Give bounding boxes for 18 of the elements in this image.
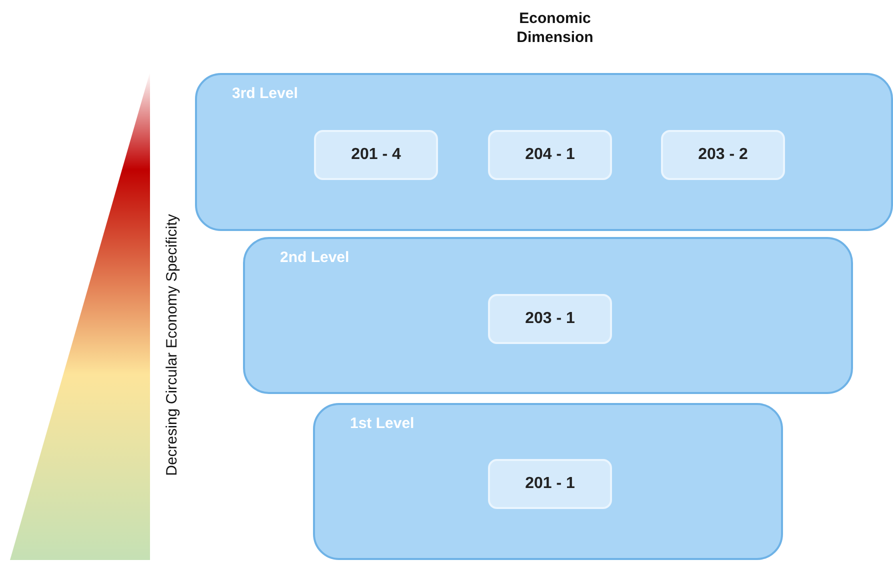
code-box — [661, 130, 785, 180]
level-panel — [313, 403, 783, 560]
level-panel — [243, 237, 853, 394]
level-label: 3rd Level — [232, 85, 298, 102]
title: Economic Dimension — [516, 9, 594, 47]
code-label: 203 - 1 — [525, 310, 575, 328]
axis-label: Decresing Circular Economy Specificity — [164, 214, 180, 476]
code-box — [488, 130, 612, 180]
level-label: 1st Level — [350, 415, 414, 432]
code-label: 201 - 4 — [351, 146, 401, 164]
code-label: 203 - 2 — [698, 146, 748, 164]
level-panel — [195, 73, 893, 231]
level-label: 2nd Level — [280, 249, 350, 266]
code-label: 204 - 1 — [525, 146, 575, 164]
code-box — [314, 130, 438, 180]
code-label: 201 - 1 — [525, 475, 575, 493]
code-box — [488, 459, 612, 509]
code-box — [488, 294, 612, 344]
